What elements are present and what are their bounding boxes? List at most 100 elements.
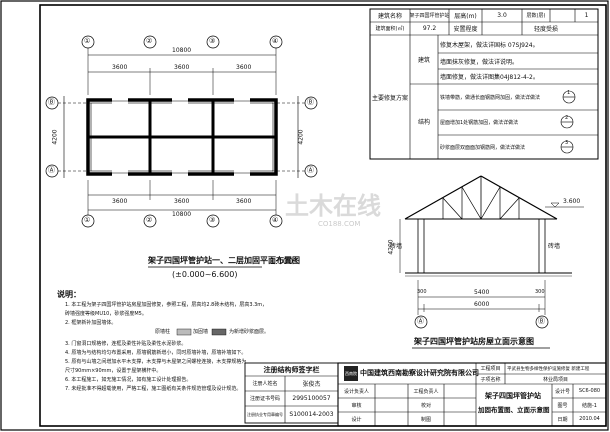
- grid-label-3-top: ③: [209, 37, 216, 45]
- info-structure-item-2: 屋面增加1处钢筋加固，做法详做法: [440, 120, 519, 126]
- plan-elevation-range: (±0.000~6.600): [172, 270, 238, 279]
- dim-right-depth: 4200: [297, 129, 305, 145]
- info-structure-item-1: 铁墙带筋，做通长面钢筋网加固，做法详做法: [440, 94, 541, 101]
- legend-label-2: 加固墙: [193, 329, 209, 335]
- note-1b: 砖墙强度等级MU10，砂浆强度M5。: [65, 311, 147, 317]
- company-logo: 西南院: [345, 370, 357, 376]
- info-main-label: 主要修复方案: [371, 94, 408, 102]
- dim-top-bay-2: 3600: [174, 64, 190, 71]
- legend-label-3: 为新增砂浆面层。: [229, 329, 270, 335]
- meta-r1-value: SC6-080: [578, 388, 601, 394]
- dim-bottom-bay-2: 3600: [174, 198, 190, 205]
- sign-r1-c1: 设计负责人: [343, 388, 369, 395]
- note-3: 3. 门窗洞口规格修，连框及柔性补贴及柔性水泥砂浆。: [65, 341, 187, 347]
- row-label-a-right: Ⓐ: [307, 166, 314, 174]
- note-6: 6. 本工程施工，如无施工情况，如有施工设计处理报告。: [65, 377, 192, 383]
- stamp-row3-value: S100014-2003: [289, 411, 334, 418]
- floor-plan: [45, 35, 318, 268]
- drawing-title-line1: 架子四国坪管护站: [485, 392, 541, 400]
- info-structure-item-3: 砂浆面层双面面加钢筋网，做法详做法: [440, 144, 526, 151]
- dim-top-bay-1: 3600: [112, 64, 128, 71]
- note-5b: 尺寸90mm×90mm，设置于屋架横杆中。: [65, 368, 162, 374]
- dim-left-depth: 4200: [51, 129, 59, 145]
- inner-border: [39, 4, 607, 427]
- project-value: 平武县生物多样性保护设施修复 新建工程: [507, 366, 590, 372]
- info-r2-c4: 轻度受损: [533, 26, 558, 33]
- dim-bottom-bay-3: 3600: [236, 198, 252, 205]
- row-label-b-left: Ⓑ: [48, 98, 55, 106]
- elev-dim-right: 300: [535, 289, 545, 295]
- elev-dim-left: 300: [417, 289, 427, 295]
- stamp-row2-value: 2995100057: [292, 395, 331, 402]
- meta-r2-label: 图号: [557, 402, 568, 409]
- info-r1-c3: 层高(m): [454, 13, 477, 20]
- grid-label-4-bottom: ④: [272, 216, 279, 224]
- grid-label-2-bottom: ②: [146, 216, 153, 224]
- sign-r1-c3: 工程负责人: [413, 388, 439, 395]
- grid-label-4-top: ④: [272, 37, 279, 45]
- elev-dim-height: 4200: [387, 239, 395, 255]
- dim-bottom-bay-1: 3600: [112, 198, 128, 205]
- elev-grid-b: Ⓑ: [538, 317, 545, 325]
- info-r2-c1: 建筑面积(㎡): [375, 26, 405, 32]
- info-building-label: 建筑: [417, 57, 430, 64]
- detail-ref-2: 2: [565, 115, 569, 121]
- info-r1-c4: 3.0: [497, 12, 507, 19]
- meta-r3-value: 2010.04: [579, 416, 600, 422]
- stamp-row2-label: 注册证书号码: [249, 396, 280, 402]
- meta-r1-label: 设计号: [554, 388, 570, 395]
- note-7: 7. 未经批准不得超载使用，严格工程，施工图纸有关条件规范管理及设计规范。: [65, 386, 242, 392]
- elevation-title: 架子四国坪管护站房屋立面示意图: [414, 337, 534, 346]
- info-building-item-3: 墙面修复，做法详图集04J812-4-2。: [440, 74, 539, 81]
- drawing-title-line2: 加固布置图、立面示意图: [478, 406, 550, 414]
- roof-elevation: [399, 175, 584, 349]
- info-building-item-1: 修复木屋架，做法详国标 07SJ924。: [440, 41, 539, 49]
- grid-label-1-top: ①: [84, 37, 91, 45]
- notes-heading: 说明：: [57, 290, 81, 299]
- stamp-row1-label: 注册人姓名: [252, 381, 278, 387]
- meta-r2-value: 结施-1: [582, 402, 597, 409]
- stamp-row1-value: 张俊杰: [302, 381, 321, 388]
- sign-r2-c3: 校对: [420, 402, 431, 409]
- legend-label-1: 原墙柱: [155, 329, 171, 335]
- elev-dim-mid: 5400: [474, 289, 490, 296]
- row-label-a-left: Ⓐ: [48, 166, 55, 174]
- watermark-sub: CO188.COM: [318, 220, 361, 228]
- sub-label: 子项名称: [480, 376, 501, 383]
- info-table-lines: [369, 8, 599, 160]
- detail-ref-1: 1: [567, 90, 571, 96]
- elev-grid-a: Ⓐ: [417, 317, 424, 325]
- note-4: 4. 原墙为与结构均匀布置采用，原墙钢筋新增小，同时原墙补墙，原墙补墙如下。: [65, 350, 247, 356]
- stamp-title: 注册结构师签字栏: [263, 365, 320, 374]
- dim-top-total: 10800: [172, 47, 192, 54]
- dim-top-bay-3: 3600: [236, 64, 252, 71]
- sign-r2-c1: 审核: [351, 402, 362, 409]
- stamp-row3-label: 注册执业专用章编号: [247, 411, 283, 417]
- sign-r3-c3: 制图: [420, 416, 431, 423]
- project-label: 工程项目: [480, 366, 501, 372]
- title-block-lines: [337, 362, 607, 427]
- meta-r3-label: 日期: [557, 416, 568, 423]
- note-2: 2. 框架新补加固墙体。: [65, 320, 117, 326]
- info-r1-c1: 建筑名称: [377, 13, 402, 20]
- info-r1-c5: 层数(层): [526, 13, 546, 19]
- elev-dim-span: 6000: [474, 301, 490, 308]
- elev-level: 3.600: [563, 198, 581, 205]
- detail-ref-3: 3: [565, 140, 569, 146]
- elev-wall-right: 砖墙: [548, 243, 561, 250]
- note-1: 1. 本工程为架子四国坪管护站房屋加固修复，参照工程，层高均2.8砖木结构，层高…: [65, 302, 268, 308]
- row-label-b-right: Ⓑ: [307, 98, 314, 106]
- notes-legend: [176, 328, 227, 336]
- plan-title: 架子四国坪管护站一、二层加固平面布置图: [148, 256, 300, 265]
- info-structure-label: 结构: [417, 119, 430, 126]
- sub-value: 林业局项目: [542, 376, 568, 383]
- grid-label-1-bottom: ①: [84, 216, 91, 224]
- sign-r3-c1: 设计: [351, 416, 362, 423]
- info-r1-c2: 架子四国坪管护站: [410, 13, 449, 19]
- info-r1-c6: 1: [584, 12, 589, 19]
- company-name: 中国建筑西南勘察设计研究院有限公司: [360, 369, 479, 377]
- info-r2-c3: 安置程度: [453, 26, 478, 33]
